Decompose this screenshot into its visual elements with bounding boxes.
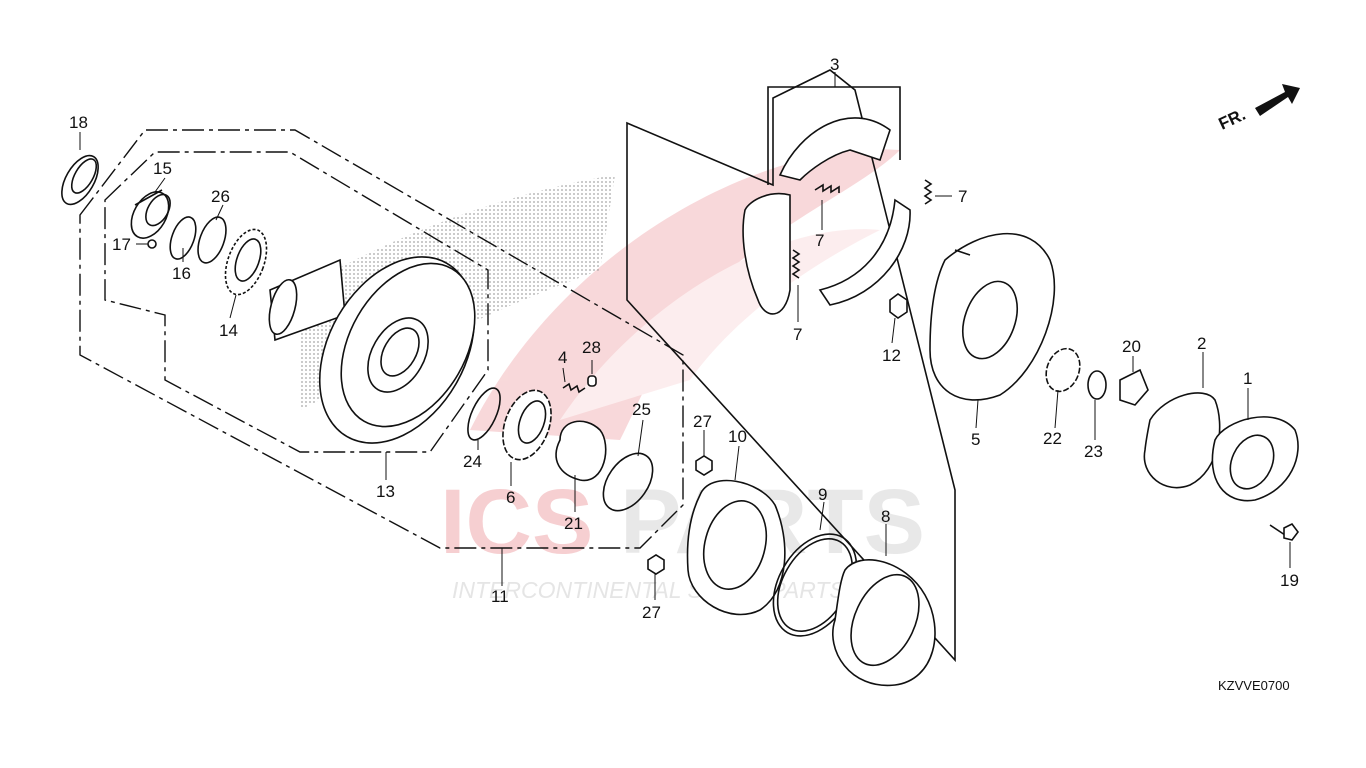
callout-16: 16 bbox=[172, 264, 191, 283]
group-border-clutch bbox=[626, 69, 956, 663]
callout-14: 14 bbox=[219, 321, 238, 340]
callout-22: 22 bbox=[1043, 429, 1062, 448]
part-22-castle-nut bbox=[1045, 347, 1081, 393]
part-27-nut-upper bbox=[695, 455, 713, 476]
callouts: 1 2 3 4 5 6 7 7 7 8 9 10 11 12 13 14 15 … bbox=[69, 55, 1299, 622]
part-12-nut bbox=[889, 293, 908, 319]
part-20-lock-washer bbox=[1119, 368, 1149, 406]
callout-10: 10 bbox=[728, 427, 747, 446]
callout-15: 15 bbox=[153, 159, 172, 178]
part-18-oil-seal bbox=[61, 154, 99, 206]
part-27-nut-lower bbox=[647, 554, 665, 575]
callout-26: 26 bbox=[211, 187, 230, 206]
part-3-clutch-shoes bbox=[742, 117, 911, 315]
diagram-code: KZVVE0700 bbox=[1218, 678, 1290, 693]
watermark-tagline: INTERCONTINENTAL SPARE PARTS bbox=[452, 577, 845, 603]
assembly-group-borders bbox=[79, 69, 956, 663]
callout-2: 2 bbox=[1197, 334, 1206, 353]
callout-25: 25 bbox=[632, 400, 651, 419]
callout-27-upper: 27 bbox=[693, 412, 712, 431]
part-7-spring-b bbox=[923, 179, 933, 205]
part-7-spring-a bbox=[814, 183, 840, 194]
callout-6: 6 bbox=[506, 488, 515, 507]
callout-28: 28 bbox=[582, 338, 601, 357]
group-border-11 bbox=[79, 129, 684, 549]
part-5-drive-plate bbox=[929, 232, 1056, 401]
callout-7-right: 7 bbox=[958, 187, 967, 206]
part-14-gear bbox=[224, 228, 268, 296]
group-border-13 bbox=[104, 151, 489, 453]
callout-17: 17 bbox=[112, 235, 131, 254]
callout-21: 21 bbox=[564, 514, 583, 533]
callout-23: 23 bbox=[1084, 442, 1103, 461]
callout-1: 1 bbox=[1243, 369, 1252, 388]
callout-5: 5 bbox=[971, 430, 980, 449]
callout-24: 24 bbox=[463, 452, 482, 471]
callout-7-upper: 7 bbox=[815, 231, 824, 250]
part-4-spring bbox=[562, 382, 586, 394]
watermark-logo-ics: ICS bbox=[440, 471, 593, 573]
part-7-spring-c bbox=[791, 249, 801, 279]
leader-lines bbox=[79, 72, 1291, 600]
callout-12: 12 bbox=[882, 346, 901, 365]
part-2-cover-gasket bbox=[1143, 392, 1221, 489]
part-28-roller bbox=[587, 375, 597, 387]
callout-19: 19 bbox=[1280, 571, 1299, 590]
part-15-collar bbox=[130, 189, 171, 239]
part-26-washer bbox=[197, 216, 227, 264]
part-1-cover bbox=[1211, 416, 1299, 502]
front-direction-indicator: FR. bbox=[1216, 84, 1300, 134]
part-19-bolt bbox=[1269, 522, 1299, 541]
front-label: FR. bbox=[1216, 105, 1249, 134]
callout-7-lower: 7 bbox=[793, 325, 802, 344]
part-25-circlip bbox=[602, 452, 654, 512]
callout-3: 3 bbox=[830, 55, 839, 74]
part-21-plate bbox=[555, 420, 607, 482]
part-13-clutch-outer bbox=[268, 256, 476, 444]
part-24-washer bbox=[467, 387, 501, 441]
callout-13: 13 bbox=[376, 482, 395, 501]
callout-20: 20 bbox=[1122, 337, 1141, 356]
callout-11: 11 bbox=[491, 587, 509, 606]
bracket-3 bbox=[767, 86, 901, 185]
front-arrow-icon bbox=[1255, 84, 1300, 116]
part-8-gasket bbox=[832, 559, 936, 687]
part-6-one-way-clutch bbox=[502, 389, 552, 461]
callout-8: 8 bbox=[881, 507, 890, 526]
part-17-nut bbox=[147, 239, 157, 249]
callout-9: 9 bbox=[818, 485, 827, 504]
part-23-washer bbox=[1087, 370, 1107, 400]
callout-4: 4 bbox=[558, 348, 567, 367]
callout-18: 18 bbox=[69, 113, 88, 132]
callout-27-lower: 27 bbox=[642, 603, 661, 622]
part-16-circlip bbox=[169, 216, 197, 260]
